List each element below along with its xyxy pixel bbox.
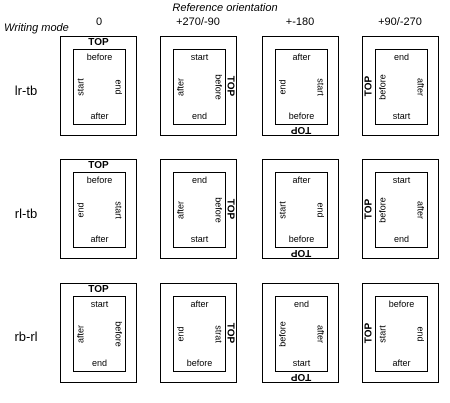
writing-mode-axis-label: Writing mode <box>4 22 69 34</box>
direction-label-left: start <box>75 78 86 96</box>
direction-label-right: before <box>213 74 224 100</box>
top-marker: TOP <box>363 75 375 97</box>
top-marker: TOP <box>363 198 375 220</box>
direction-label-left: end <box>175 326 186 342</box>
direction-label-top: before <box>388 299 415 309</box>
direction-label-right: strat <box>213 325 224 343</box>
direction-label-right: end <box>415 326 426 342</box>
direction-label-top: end <box>191 175 208 185</box>
direction-label-right: end <box>315 202 326 218</box>
direction-label-bottom: end <box>191 111 208 121</box>
content-area: before after start end <box>73 49 126 125</box>
direction-label-right: after <box>415 77 426 97</box>
top-marker: TOP <box>290 371 311 382</box>
direction-label-right: start <box>315 78 326 96</box>
top-marker: TOP <box>224 198 236 220</box>
direction-label-bottom: before <box>288 111 315 121</box>
direction-label-bottom: start <box>190 234 209 244</box>
direction-label-right: after <box>415 200 426 220</box>
page-frame: TOP after before end strat <box>160 283 237 383</box>
row-label: rb-rl <box>14 329 38 344</box>
direction-label-right: before <box>213 197 224 223</box>
direction-label-left: before <box>377 197 388 223</box>
top-marker: TOP <box>88 37 109 48</box>
content-area: after before start end <box>275 172 328 248</box>
direction-label-left: before <box>377 74 388 100</box>
top-marker: TOP <box>290 247 311 258</box>
page-frame: TOP end start before after <box>262 283 339 383</box>
diagram-title: Reference orientation <box>172 2 278 14</box>
row-label: rl-tb <box>14 206 38 221</box>
content-area: end start before after <box>375 49 428 125</box>
page-frame: TOP start end after before <box>60 283 137 383</box>
direction-label-left: before <box>277 321 288 347</box>
top-marker: TOP <box>224 322 236 344</box>
page-frame: TOP end start after before <box>160 159 237 259</box>
content-area: start end after before <box>173 49 226 125</box>
direction-label-left: after <box>175 77 186 97</box>
direction-label-top: end <box>393 52 410 62</box>
top-marker: TOP <box>290 124 311 135</box>
direction-label-top: after <box>292 175 311 185</box>
page-frame: TOP before after start end <box>60 36 137 136</box>
content-area: after before end strat <box>173 296 226 372</box>
page-frame: TOP end start before after <box>362 36 439 136</box>
direction-label-left: start <box>277 201 288 219</box>
content-area: before after end start <box>73 172 126 248</box>
direction-label-top: before <box>86 175 113 185</box>
top-marker: TOP <box>88 284 109 295</box>
direction-label-top: before <box>86 52 113 62</box>
content-area: before after start end <box>375 296 428 372</box>
direction-label-bottom: end <box>393 234 410 244</box>
direction-label-bottom: before <box>186 358 213 368</box>
direction-label-left: after <box>175 200 186 220</box>
row-label: lr-tb <box>14 83 38 98</box>
direction-label-right: start <box>113 201 124 219</box>
direction-label-right: before <box>113 321 124 347</box>
content-area: end start after before <box>173 172 226 248</box>
direction-label-left: end <box>277 79 288 95</box>
page-frame: TOP start end before after <box>362 159 439 259</box>
direction-label-top: after <box>292 52 311 62</box>
content-area: start end after before <box>73 296 126 372</box>
direction-label-left: end <box>75 202 86 218</box>
column-header: +90/-270 <box>378 16 422 28</box>
column-header: +-180 <box>285 16 315 28</box>
direction-label-bottom: start <box>392 111 411 121</box>
direction-label-bottom: start <box>292 358 311 368</box>
direction-label-bottom: before <box>288 234 315 244</box>
direction-label-left: start <box>377 325 388 343</box>
top-marker: TOP <box>88 160 109 171</box>
direction-label-top: start <box>90 299 109 309</box>
direction-label-bottom: end <box>91 358 108 368</box>
direction-label-bottom: after <box>392 358 411 368</box>
column-header: +270/-90 <box>176 16 220 28</box>
top-marker: TOP <box>363 322 375 344</box>
page-frame: TOP after before end start <box>262 36 339 136</box>
direction-label-top: start <box>392 175 411 185</box>
page-frame: TOP start end after before <box>160 36 237 136</box>
direction-label-top: start <box>190 52 209 62</box>
content-area: start end before after <box>375 172 428 248</box>
page-frame: TOP after before start end <box>262 159 339 259</box>
content-area: end start before after <box>275 296 328 372</box>
content-area: after before end start <box>275 49 328 125</box>
direction-label-top: after <box>190 299 209 309</box>
direction-label-bottom: after <box>90 234 109 244</box>
direction-label-top: end <box>293 299 310 309</box>
direction-label-right: after <box>315 324 326 344</box>
top-marker: TOP <box>224 75 236 97</box>
direction-label-right: end <box>113 79 124 95</box>
direction-label-bottom: after <box>90 111 109 121</box>
page-frame: TOP before after start end <box>362 283 439 383</box>
column-header: 0 <box>95 16 103 28</box>
direction-label-left: after <box>75 324 86 344</box>
page-frame: TOP before after end start <box>60 159 137 259</box>
